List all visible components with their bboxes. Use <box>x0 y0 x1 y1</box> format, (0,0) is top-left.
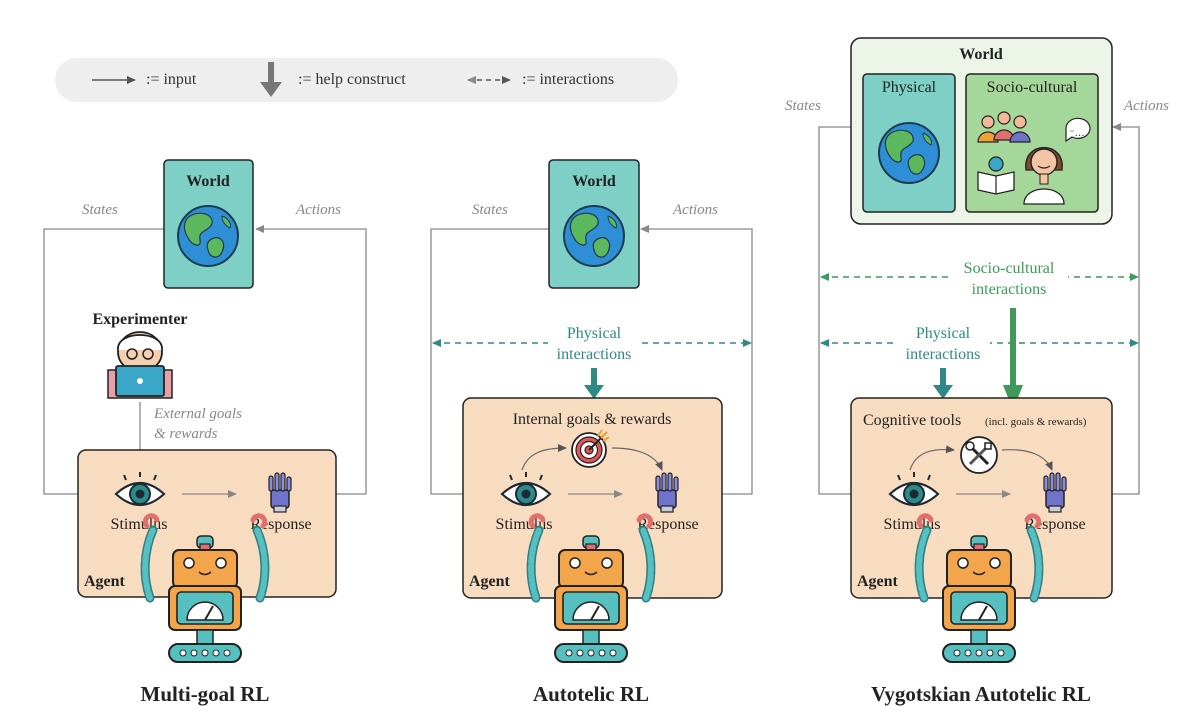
label-mask <box>548 320 642 364</box>
agent-label: Agent <box>84 573 126 590</box>
socio-cultural-label-1: Socio-cultural <box>964 260 1055 277</box>
socio-cultural-label-2: interactions <box>972 281 1047 298</box>
panel-title: Autotelic RL <box>533 682 649 706</box>
goal-response-arrow <box>611 447 663 471</box>
states-label: States <box>82 202 118 218</box>
external-goals-label-1: External goals <box>153 406 242 422</box>
physical-help-arrow <box>933 368 953 399</box>
actions-arrow <box>255 225 367 495</box>
physical-world-label: Physical <box>882 79 937 96</box>
internal-goals-label: Internal goals & rewards <box>513 411 672 428</box>
tools-response-arrow <box>1001 449 1053 471</box>
physical-label-2: interactions <box>557 346 632 363</box>
actions-label: Actions <box>295 202 341 218</box>
speech-bubble-icon: ⁻… <box>1065 117 1091 143</box>
cognitive-tools-note: (incl. goals & rewards) <box>985 416 1087 428</box>
physical-label-2: interactions <box>906 346 981 363</box>
legend-input-label: := input <box>146 71 197 88</box>
panel-multi-goal: States Actions World Experimenter Extern… <box>43 159 367 706</box>
book-icon <box>977 156 1015 195</box>
people-icon <box>977 111 1031 143</box>
legend-help-arrow <box>260 62 282 97</box>
physical-help-arrow <box>584 368 604 399</box>
panel-vygotskian: States Actions World Physical Socio-cult… <box>785 37 1169 706</box>
globe-icon <box>878 122 940 184</box>
globe-icon <box>177 205 239 267</box>
physical-label-1: Physical <box>567 325 622 342</box>
panel-autotelic: States Actions World Physical interactio… <box>430 159 753 706</box>
world-label: World <box>959 46 1003 63</box>
external-goals-label-2: & rewards <box>154 426 218 442</box>
legend-interactions-label: := interactions <box>522 71 614 88</box>
label-mask <box>950 256 1068 300</box>
globe-icon <box>563 205 625 267</box>
states-label: States <box>472 202 508 218</box>
cognitive-tools-label: Cognitive tools <box>863 412 961 429</box>
experimenter-icon <box>107 331 173 399</box>
panel-title: Multi-goal RL <box>141 682 270 706</box>
panel-title: Vygotskian Autotelic RL <box>871 682 1091 706</box>
states-label: States <box>785 98 821 114</box>
legend-background <box>55 58 678 102</box>
states-arrow <box>818 126 873 498</box>
socio-cultural-world-label: Socio-cultural <box>987 79 1078 96</box>
physical-label-1: Physical <box>916 325 971 342</box>
tools-icon <box>959 435 999 475</box>
states-arrow <box>430 228 549 498</box>
actions-label: Actions <box>1123 98 1169 114</box>
world-label: World <box>572 173 616 190</box>
stimulus-goal-arrow <box>521 444 567 471</box>
states-arrow <box>43 228 164 498</box>
teacher-icon <box>1023 147 1065 205</box>
legend-help-label: := help construct <box>298 71 406 88</box>
world-label: World <box>186 173 230 190</box>
label-mask <box>896 320 990 364</box>
legend: := input := help construct := interactio… <box>55 58 678 102</box>
agent-label: Agent <box>857 573 899 590</box>
stimulus-tools-arrow <box>909 445 955 471</box>
svg-text:⁻…: ⁻… <box>1069 128 1084 139</box>
agent-label: Agent <box>469 573 511 590</box>
actions-label: Actions <box>672 202 718 218</box>
actions-arrow <box>640 225 753 495</box>
experimenter-label: Experimenter <box>92 311 187 328</box>
socio-cultural-help-arrow <box>1003 308 1023 410</box>
